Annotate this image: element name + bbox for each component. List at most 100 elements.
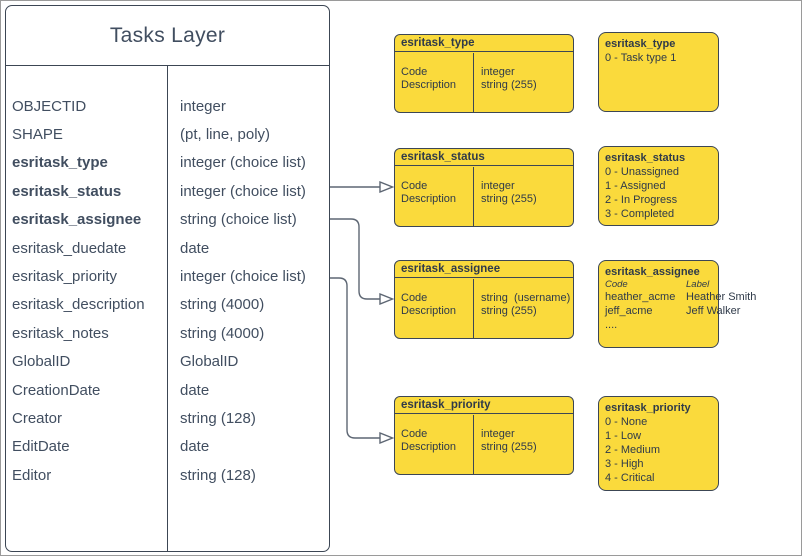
schema-type: string (255) [481, 441, 537, 453]
arrowhead-assignee [379, 292, 395, 306]
field-type: GlobalID [180, 353, 239, 371]
field-name: Editor [12, 466, 52, 484]
value-line: 3 - High [605, 458, 644, 470]
values-box-title: esritask_priority [605, 402, 691, 414]
values-box-esritask-status: esritask_status 0 - Unassigned 1 - Assig… [598, 146, 719, 226]
field-row: SHAPE (pt, line, poly) [6, 120, 329, 148]
assignee-code: jeff_acme [605, 304, 653, 317]
field-type: date [180, 438, 210, 456]
tasks-layer-table: Tasks Layer OBJECTID integer SHAPE (pt, … [5, 5, 330, 552]
value-line: 0 - None [605, 416, 648, 428]
schema-box-esritask-priority: esritask_priority Code Description integ… [394, 396, 574, 475]
field-row: esritask_assignee string (choice list) [6, 206, 329, 234]
field-type: date [180, 239, 210, 257]
schema-type: string (username) [481, 291, 571, 304]
value-line: 3 - Completed [605, 208, 675, 220]
schema-box-title: esritask_assignee [395, 261, 573, 278]
field-row: OBJECTID integer [6, 92, 329, 120]
value-line: 4 - Critical [605, 472, 655, 484]
field-row: esritask_description string (4000) [6, 291, 329, 319]
field-name: esritask_duedate [12, 239, 127, 257]
field-type: integer (choice list) [180, 154, 306, 172]
schema-field: Description [401, 441, 457, 453]
field-name: esritask_notes [12, 324, 109, 342]
field-type: string (128) [180, 409, 256, 427]
schema-box-esritask-type: esritask_type Code Description integer s… [394, 34, 574, 113]
label-column-header: Label [686, 279, 710, 290]
value-line: 1 - Low [605, 430, 642, 442]
values-box-esritask-priority: esritask_priority 0 - None 1 - Low 2 - M… [598, 396, 719, 491]
schema-box-title: esritask_priority [395, 397, 573, 414]
assignee-label: Jeff Walker [686, 304, 741, 317]
value-line: 2 - In Progress [605, 194, 678, 206]
field-row: esritask_type integer (choice list) [6, 149, 329, 177]
arrowhead-status [379, 180, 395, 194]
schema-type: integer [481, 65, 515, 78]
value-line: 2 - Medium [605, 444, 661, 456]
field-name: GlobalID [12, 353, 71, 371]
values-box-title: esritask_assignee [605, 266, 700, 278]
field-row: esritask_priority integer (choice list) [6, 262, 329, 290]
field-name: esritask_status [12, 182, 122, 200]
value-line: 0 - Task type 1 [605, 52, 677, 64]
schema-field: Code [401, 427, 428, 440]
schema-field: Code [401, 179, 428, 192]
value-line: 1 - Assigned [605, 180, 666, 192]
field-row: Creator string (128) [6, 404, 329, 432]
field-type: integer (choice list) [180, 268, 306, 286]
schema-field: Description [401, 305, 457, 317]
schema-type: integer [481, 427, 515, 440]
field-name: esritask_type [12, 154, 108, 172]
field-name: esritask_description [12, 296, 145, 314]
field-type: string (128) [180, 466, 256, 484]
connector-assignee [330, 218, 380, 300]
assignee-code: heather_acme [605, 291, 676, 303]
schema-box-title: esritask_type [395, 35, 573, 52]
schema-field: Description [401, 193, 457, 205]
values-box-esritask-type: esritask_type 0 - Task type 1 [598, 32, 719, 112]
more-ellipsis: .... [605, 319, 618, 331]
field-row: esritask_duedate date [6, 234, 329, 262]
field-type: integer (choice list) [180, 182, 306, 200]
field-name: EditDate [12, 438, 70, 456]
field-type: date [180, 381, 210, 399]
field-row: esritask_notes string (4000) [6, 319, 329, 347]
tasks-layer-body: OBJECTID integer SHAPE (pt, line, poly) … [6, 65, 329, 551]
field-type: (pt, line, poly) [180, 126, 271, 144]
field-type: string (4000) [180, 296, 265, 314]
schema-field: Description [401, 79, 457, 91]
schema-type: string (255) [481, 79, 537, 91]
field-type: string (4000) [180, 324, 265, 342]
field-name: CreationDate [12, 381, 101, 399]
tasks-layer-title: Tasks Layer [109, 23, 226, 47]
field-name: SHAPE [12, 126, 63, 144]
field-name: esritask_assignee [12, 211, 142, 229]
schema-type: string (255) [481, 193, 537, 205]
assignee-label: Heather Smith [686, 291, 757, 303]
assignee-entry: jeff_acme Jeff Walker [605, 304, 740, 319]
field-name: OBJECTID [12, 97, 87, 115]
field-type: string (choice list) [180, 211, 297, 229]
field-name: Creator [12, 409, 63, 427]
assignee-entry: heather_acme Heather Smith [605, 291, 756, 305]
schema-type: integer [481, 179, 515, 192]
code-column-header: Code [605, 279, 628, 290]
schema-type: string (255) [481, 305, 537, 317]
connector-priority [330, 277, 380, 439]
field-row: esritask_status integer (choice list) [6, 177, 329, 205]
field-row: EditDate date [6, 433, 329, 461]
schema-box-title: esritask_status [395, 149, 573, 166]
field-row: CreationDate date [6, 376, 329, 404]
values-box-title: esritask_status [605, 152, 686, 164]
schema-field: Code [401, 65, 428, 78]
schema-box-esritask-assignee: esritask_assignee Code Description strin… [394, 260, 574, 339]
schema-box-esritask-status: esritask_status Code Description integer… [394, 148, 574, 227]
arrowhead-priority [379, 431, 395, 445]
value-line: 0 - Unassigned [605, 166, 679, 178]
values-box-esritask-assignee: esritask_assignee Code Label heather_acm… [598, 260, 756, 348]
field-row: Editor string (128) [6, 461, 329, 489]
field-type: integer [180, 97, 226, 115]
field-row: GlobalID GlobalID [6, 348, 329, 376]
column-divider [167, 66, 169, 551]
